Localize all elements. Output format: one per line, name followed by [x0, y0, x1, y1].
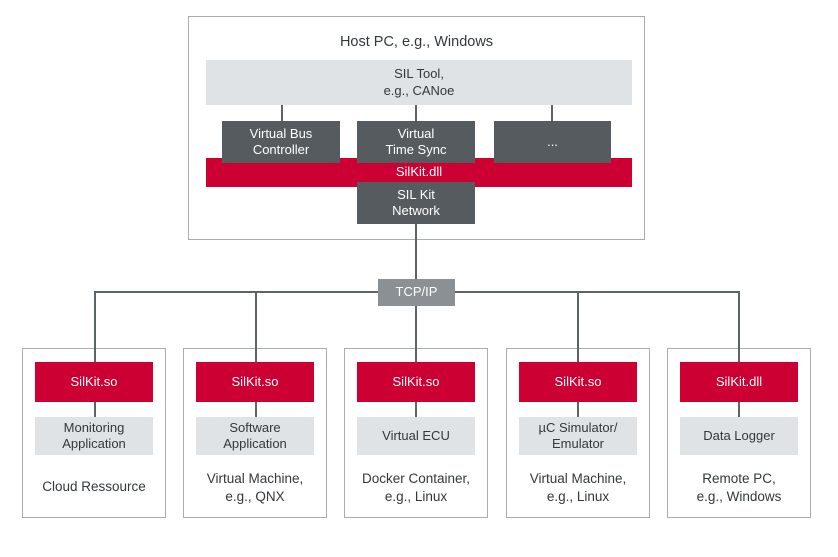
- sil-kit-network-label-line2: Network: [392, 203, 440, 218]
- virtual-time-sync-box: Virtual Time Sync: [357, 121, 475, 163]
- node-4-library-label: SilKit.so: [554, 373, 602, 389]
- virtual-time-sync-label-line2: Time Sync: [385, 142, 447, 157]
- connector-siltool-to-ellipsis: [551, 105, 553, 122]
- sil-kit-network-box: SIL Kit Network: [357, 182, 475, 224]
- distribution-bus-right: [455, 291, 740, 293]
- connector-network-to-tcpip: [415, 224, 417, 280]
- connector-bus-to-node-4: [577, 291, 579, 363]
- node-3-application-label-line1: Virtual ECU: [382, 427, 450, 443]
- node-1-platform-line1: Cloud Ressource: [42, 479, 146, 494]
- node-4-platform-line2: e.g., Linux: [546, 488, 610, 504]
- ellipsis-component-box: ...: [494, 121, 611, 163]
- host-pc-title: Host PC, e.g., Windows: [339, 34, 494, 50]
- virtual-bus-controller-label-line1: Virtual Bus: [249, 125, 313, 141]
- node-5-platform-line2: e.g., Windows: [696, 488, 782, 504]
- tcpip-box: TCP/IP: [378, 279, 455, 306]
- node-2-library-label: SilKit.so: [231, 373, 279, 389]
- node-2-platform-label: Virtual Machine, e.g., QNX: [183, 470, 327, 505]
- connector-bus-to-node-2: [255, 291, 257, 363]
- connector-bus-to-node-1: [94, 291, 96, 363]
- virtual-time-sync-label-line1: Virtual: [397, 125, 435, 141]
- connector-node-2-lib-to-app: [255, 402, 257, 418]
- node-1-library-label: SilKit.so: [70, 373, 118, 389]
- sil-tool-box: SIL Tool, e.g., CANoe: [206, 60, 632, 105]
- connector-node-5-lib-to-app: [738, 402, 740, 418]
- sil-tool-label-line2: e.g., CANoe: [383, 82, 455, 98]
- node-3-platform-line2: e.g., Linux: [384, 488, 448, 504]
- node-3-application-box: Virtual ECU: [357, 417, 475, 455]
- connector-bus-to-node-3: [415, 306, 417, 363]
- node-2-application-box: Software Application: [196, 417, 314, 455]
- connector-bus-to-node-5: [738, 291, 740, 363]
- node-5-application-label-line1: Data Logger: [703, 427, 775, 443]
- node-4-platform-line1: Virtual Machine,: [529, 471, 627, 486]
- node-2-application-label-line2: Application: [223, 436, 287, 451]
- node-3-platform-line1: Docker Container,: [361, 471, 471, 486]
- node-3-platform-label: Docker Container, e.g., Linux: [344, 470, 488, 505]
- node-4-platform-label: Virtual Machine, e.g., Linux: [506, 470, 650, 505]
- distribution-bus-left: [94, 291, 379, 293]
- node-1-library-box: SilKit.so: [35, 362, 153, 402]
- virtual-bus-controller-box: Virtual Bus Controller: [222, 121, 340, 163]
- node-5-application-box: Data Logger: [680, 417, 798, 455]
- node-3-library-label: SilKit.so: [392, 373, 440, 389]
- node-2-platform-line2: e.g., QNX: [225, 488, 285, 504]
- node-1-platform-label: Cloud Ressource: [22, 478, 166, 496]
- node-4-application-label-line2: Emulator: [551, 436, 605, 451]
- ellipsis-label: ...: [547, 133, 558, 149]
- node-5-library-box: SilKit.dll: [680, 362, 798, 402]
- tcpip-label: TCP/IP: [395, 284, 438, 300]
- node-4-application-box: µC Simulator/ Emulator: [519, 417, 637, 455]
- connector-node-4-lib-to-app: [577, 402, 579, 418]
- connector-siltool-to-virtual-time-sync: [415, 105, 417, 122]
- node-5-platform-label: Remote PC, e.g., Windows: [667, 470, 811, 505]
- sil-tool-label-line1: SIL Tool,: [394, 66, 444, 82]
- node-2-library-box: SilKit.so: [196, 362, 314, 402]
- node-1-application-label-line1: Monitoring: [63, 419, 125, 435]
- node-1-application-label-line2: Application: [62, 436, 126, 451]
- node-3-library-box: SilKit.so: [357, 362, 475, 402]
- connector-node-3-lib-to-app: [415, 402, 417, 418]
- node-4-application-label-line1: µC Simulator/: [538, 419, 618, 435]
- node-2-application-label-line1: Software: [229, 419, 281, 435]
- node-2-platform-line1: Virtual Machine,: [206, 471, 304, 486]
- node-4-library-box: SilKit.so: [519, 362, 637, 402]
- connector-siltool-to-virtual-bus-controller: [281, 105, 283, 122]
- node-5-platform-line1: Remote PC,: [702, 471, 776, 486]
- silkit-dll-bar-label: SilKit.dll: [395, 164, 443, 180]
- connector-node-1-lib-to-app: [94, 402, 96, 418]
- node-1-application-box: Monitoring Application: [35, 417, 153, 455]
- virtual-bus-controller-label-line2: Controller: [252, 142, 310, 157]
- node-5-library-label: SilKit.dll: [715, 373, 763, 389]
- sil-kit-network-label-line1: SIL Kit: [397, 186, 435, 202]
